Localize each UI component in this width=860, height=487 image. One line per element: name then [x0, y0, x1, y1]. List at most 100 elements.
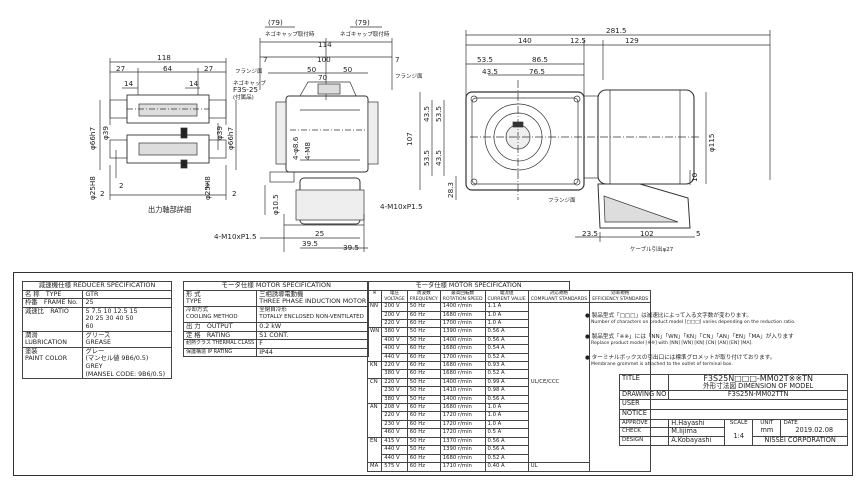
motor-spec-title: モータ仕様 MOTOR SPECIFICATION: [182, 281, 370, 291]
note-item: ● 製品型式「□□□」は減速比によって入る文字数が変わります。Number of…: [585, 313, 850, 326]
table-cell: 0.56 A: [484, 327, 529, 337]
table-cell: 50 Hz: [406, 327, 441, 337]
motor-value: F: [256, 339, 370, 349]
dim-129: 129: [625, 36, 639, 45]
table-cell: 60 Hz: [406, 461, 441, 472]
motor-value: 三相誘導電動機 THREE PHASE INDUCTION MOTOR: [256, 289, 370, 307]
table-cell: 400 V: [381, 335, 408, 346]
table-cell: 1400 r/min: [439, 335, 486, 346]
table-cell: 220 V: [381, 411, 408, 421]
dim-14-left: 14: [124, 79, 134, 88]
table-cell: 0.99 A: [484, 377, 529, 388]
dim-2-c: 2: [100, 189, 105, 198]
table-cell: 1.0 A: [484, 403, 529, 413]
table-cell: 1.0 A: [484, 411, 529, 421]
table-cell: 440 V: [381, 352, 408, 363]
notes-block: ● 製品型式「□□□」は減速比によって入る文字数が変わります。Number of…: [585, 313, 850, 377]
motor-label: 出 力 OUTPUT: [182, 321, 258, 332]
notice-label: NOTICE: [619, 408, 848, 420]
table-cell: 0.56 A: [484, 335, 529, 346]
dim-107: 107: [405, 132, 414, 146]
drawing-no-label: DRAWING NO: [618, 390, 670, 400]
dim-114: 114: [318, 40, 332, 49]
table-cell: 200 V: [381, 310, 408, 321]
model-code: WN: [366, 327, 383, 363]
table-cell: 460 V: [381, 428, 408, 438]
title-label: TITLE: [618, 373, 670, 392]
reducer-label: 名 称 TYPE: [21, 289, 84, 300]
table-cell: 1.0 A: [484, 318, 529, 329]
table-cell: 1710 r/min: [439, 461, 486, 472]
model-code: AN: [366, 403, 383, 438]
table-row: 枠番 FRAME No.25: [21, 298, 172, 308]
table-cell: 1370 r/min: [439, 436, 486, 447]
table-cell: 60 Hz: [406, 428, 441, 438]
table-cell: 0.54 A: [484, 344, 529, 354]
table-cell: 200 V: [381, 302, 408, 312]
dim-43-5-top: 43.5: [482, 67, 498, 76]
note-jp: ● 製品型式「※※」には「NN」「WN」「KN」「CN」「AN」「EN」「MA」…: [585, 334, 794, 341]
compliant-standards-last: UL: [527, 461, 591, 472]
dim-50-right: 50: [343, 65, 353, 74]
note-item: ● ターミナルボックスの引出口には標準グロメットが取り付けております。Membr…: [585, 355, 850, 368]
dim-23-5: 23.5: [582, 229, 598, 238]
motor-label: 形 式 TYPE: [182, 289, 258, 307]
cap-note-right: ネゴキャップ取付時: [340, 30, 390, 38]
table-cell: 230 V: [381, 419, 408, 430]
motor-value: IP44: [256, 347, 370, 358]
table-cell: 50 Hz: [406, 377, 441, 388]
table-cell: 60 Hz: [406, 453, 441, 463]
table-cell: 0.56 A: [484, 436, 529, 447]
model-code: CN: [366, 377, 383, 405]
dim-14-right: 14: [189, 79, 199, 88]
dim-53-5-b: 53.5: [422, 150, 431, 166]
dim-53-5-a: 53.5: [434, 106, 443, 122]
dim-39-5-right: 39.5: [343, 243, 359, 252]
side-view: [419, 30, 771, 242]
f3s25-note: F3S-25: [233, 85, 258, 94]
table-cell: 1680 r/min: [439, 361, 486, 371]
column-header: 対応規格 COMPLIANT STANDARDS: [527, 289, 591, 304]
table-cell: 1390 r/min: [439, 327, 486, 337]
date-label: DATE: [783, 419, 798, 426]
approve-label: APPROVE: [618, 418, 670, 429]
flange-note-right: フランジ面: [395, 73, 423, 80]
m10-note-left: 4-M10xP1.5: [214, 232, 257, 241]
m10-note-right: 4-M10xP1.5: [380, 202, 423, 211]
table-cell: 1700 r/min: [439, 352, 486, 363]
model-code: NN: [366, 302, 383, 329]
dim-140: 140: [518, 36, 532, 45]
reducer-value: グリース GREASE: [82, 330, 172, 348]
scale-label: SCALE: [729, 419, 748, 426]
dim-10: 10: [690, 172, 699, 182]
dim-39-5-left: 39.5: [302, 239, 318, 248]
dim-102: 102: [640, 229, 654, 238]
column-header: ※: [366, 289, 383, 304]
table-cell: 50 Hz: [406, 335, 441, 346]
table-cell: 1390 r/min: [439, 445, 486, 455]
dim-281-5: 281.5: [606, 26, 627, 35]
dim-phi39-left: φ39: [101, 126, 110, 140]
motor-label: 定 格 RATING: [182, 330, 258, 341]
table-cell: 220 V: [381, 377, 408, 388]
compliant-standards: UL/CE/CCC: [527, 302, 591, 463]
dim-7-right: 7: [395, 55, 400, 64]
reducer-value: GTR: [82, 289, 172, 300]
dim-43-5-a: 43.5: [422, 106, 431, 122]
front-view: [259, 26, 393, 252]
dim-70: 70: [318, 73, 328, 82]
motor-label: 保護構造 IP RATING: [182, 347, 258, 358]
note-en: Membrane grommet is attached to the outl…: [591, 361, 733, 367]
dim-53-5-top: 53.5: [477, 55, 493, 64]
